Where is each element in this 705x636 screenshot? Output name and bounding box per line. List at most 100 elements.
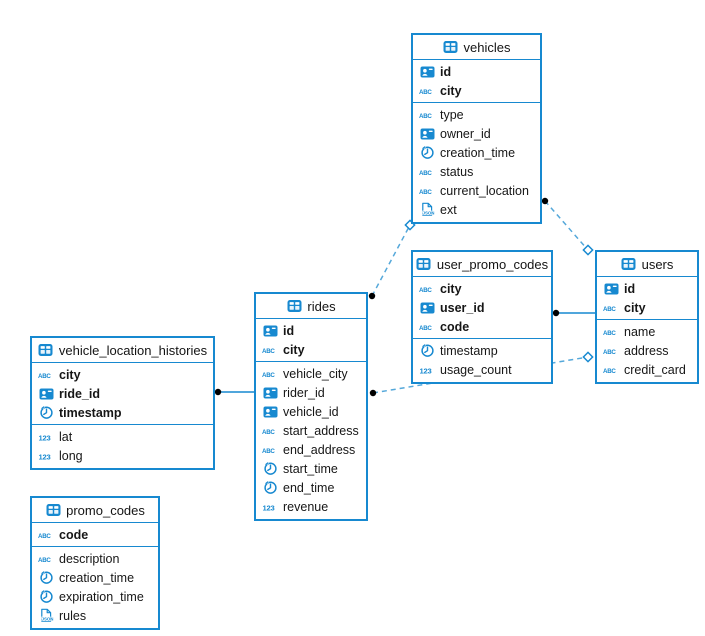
field-name: timestamp xyxy=(440,343,498,358)
id-badge-icon xyxy=(38,387,54,401)
clock-icon xyxy=(38,589,54,604)
relation-vehicles-to-users[interactable] xyxy=(541,197,594,256)
json-document-icon: JSON xyxy=(419,202,435,217)
svg-text:JSON: JSON xyxy=(422,210,434,215)
abc-text-icon: ABC xyxy=(419,320,435,334)
entity-header[interactable]: rides xyxy=(256,294,366,319)
field-row-id[interactable]: id xyxy=(413,62,540,81)
field-name: lat xyxy=(59,429,73,444)
table-icon xyxy=(45,503,61,517)
abc-text-icon: ABC xyxy=(262,343,278,357)
field-row-code[interactable]: ABC code xyxy=(413,317,551,336)
field-row-start_address[interactable]: ABC start_address xyxy=(256,421,366,440)
field-name: ext xyxy=(440,202,457,217)
id-badge-icon xyxy=(262,405,278,419)
field-row-ride_id[interactable]: ride_id xyxy=(32,384,213,403)
field-row-current_location[interactable]: ABC current_location xyxy=(413,181,540,200)
field-name: start_time xyxy=(283,461,338,476)
dot-marker xyxy=(552,309,560,317)
field-row-creation_time[interactable]: creation_time xyxy=(32,568,158,587)
table-icon xyxy=(38,343,54,357)
relation-vehicle_location_histories-to-rides[interactable] xyxy=(214,388,254,396)
field-row-status[interactable]: ABC status xyxy=(413,162,540,181)
field-row-vehicle_city[interactable]: ABC vehicle_city xyxy=(256,364,366,383)
entity-header[interactable]: promo_codes xyxy=(32,498,158,523)
field-row-type[interactable]: ABC type xyxy=(413,105,540,124)
field-name: id xyxy=(624,281,636,296)
field-row-city[interactable]: ABC city xyxy=(32,365,213,384)
entity-users[interactable]: users id ABC city ABC name ABC address A… xyxy=(595,250,699,384)
field-row-address[interactable]: ABC address xyxy=(597,341,697,360)
dot-marker xyxy=(369,389,377,397)
field-name: city xyxy=(283,342,305,357)
number-123-icon: 123 xyxy=(38,449,54,463)
field-row-owner_id[interactable]: owner_id xyxy=(413,124,540,143)
svg-text:123: 123 xyxy=(39,452,51,461)
field-row-city[interactable]: ABC city xyxy=(256,340,366,359)
field-name: code xyxy=(59,527,89,542)
entity-header[interactable]: vehicle_location_histories xyxy=(32,338,213,363)
field-row-rider_id[interactable]: rider_id xyxy=(256,383,366,402)
field-name: rules xyxy=(59,608,87,623)
field-row-timestamp[interactable]: timestamp xyxy=(32,403,213,422)
abc-text-icon: ABC xyxy=(38,368,54,382)
id-badge-icon xyxy=(419,65,435,79)
field-name: city xyxy=(624,300,646,315)
field-row-long[interactable]: 123 long xyxy=(32,446,213,465)
entity-header[interactable]: users xyxy=(597,252,697,277)
entity-header[interactable]: user_promo_codes xyxy=(413,252,551,277)
field-name: city xyxy=(440,83,462,98)
relation-user_promo_codes-to-users[interactable] xyxy=(552,309,595,317)
clock-icon xyxy=(262,480,278,495)
field-row-expiration_time[interactable]: expiration_time xyxy=(32,587,158,606)
field-row-id[interactable]: id xyxy=(256,321,366,340)
relation-rides-to-vehicles[interactable] xyxy=(368,219,416,300)
primary-key-section: id ABC city xyxy=(597,277,697,320)
field-row-city[interactable]: ABC city xyxy=(597,298,697,317)
field-row-name[interactable]: ABC name xyxy=(597,322,697,341)
field-row-rules[interactable]: JSON rules xyxy=(32,606,158,625)
field-name: vehicle_city xyxy=(283,366,348,381)
abc-text-icon: ABC xyxy=(603,363,619,377)
field-row-user_id[interactable]: user_id xyxy=(413,298,551,317)
id-badge-icon xyxy=(603,282,619,296)
field-row-code[interactable]: ABC code xyxy=(32,525,158,544)
field-name: current_location xyxy=(440,183,529,198)
abc-text-icon: ABC xyxy=(38,552,54,566)
abc-text-icon: ABC xyxy=(603,325,619,339)
field-row-city[interactable]: ABC city xyxy=(413,81,540,100)
columns-section: ABC type owner_id creation_time ABC stat… xyxy=(413,103,540,222)
field-name: revenue xyxy=(283,499,329,514)
field-row-lat[interactable]: 123 lat xyxy=(32,427,213,446)
abc-text-icon: ABC xyxy=(603,344,619,358)
field-row-end_time[interactable]: end_time xyxy=(256,478,366,497)
field-name: ride_id xyxy=(59,386,100,401)
primary-key-section: ABC code xyxy=(32,523,158,547)
entity-header[interactable]: vehicles xyxy=(413,35,540,60)
entity-user_promo_codes[interactable]: user_promo_codes ABC city user_id ABC co… xyxy=(411,250,553,384)
svg-text:ABC: ABC xyxy=(262,428,275,435)
field-row-ext[interactable]: JSON ext xyxy=(413,200,540,219)
field-row-id[interactable]: id xyxy=(597,279,697,298)
abc-text-icon: ABC xyxy=(419,108,435,122)
field-row-vehicle_id[interactable]: vehicle_id xyxy=(256,402,366,421)
field-row-timestamp[interactable]: timestamp xyxy=(413,341,551,360)
entity-rides[interactable]: rides id ABC city ABC vehicle_city rider… xyxy=(254,292,368,521)
field-row-usage_count[interactable]: 123 usage_count xyxy=(413,360,551,379)
field-row-creation_time[interactable]: creation_time xyxy=(413,143,540,162)
number-123-icon: 123 xyxy=(262,500,278,514)
entity-promo_codes[interactable]: promo_codes ABC code ABC description cre… xyxy=(30,496,160,630)
field-row-credit_card[interactable]: ABC credit_card xyxy=(597,360,697,379)
json-document-icon: JSON xyxy=(38,608,54,623)
id-badge-icon xyxy=(262,324,278,338)
abc-text-icon: ABC xyxy=(603,301,619,315)
clock-icon xyxy=(262,461,278,476)
field-row-start_time[interactable]: start_time xyxy=(256,459,366,478)
field-row-revenue[interactable]: 123 revenue xyxy=(256,497,366,516)
entity-vehicle_location_histories[interactable]: vehicle_location_histories ABC city ride… xyxy=(30,336,215,470)
entity-vehicles[interactable]: vehicles id ABC city ABC type owner_id xyxy=(411,33,542,224)
field-row-description[interactable]: ABC description xyxy=(32,549,158,568)
field-name: expiration_time xyxy=(59,589,144,604)
field-row-end_address[interactable]: ABC end_address xyxy=(256,440,366,459)
field-row-city[interactable]: ABC city xyxy=(413,279,551,298)
